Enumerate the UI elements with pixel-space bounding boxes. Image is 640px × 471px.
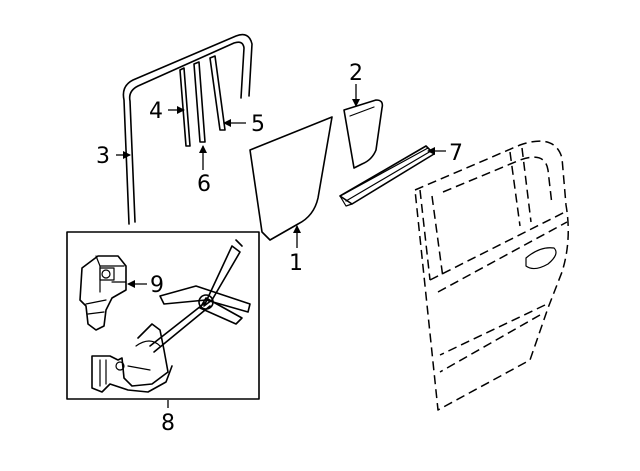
belt-weatherstrip-part-7 <box>339 145 435 207</box>
channel-strip-part-4 <box>179 67 191 147</box>
callout-8: 8 <box>161 411 175 436</box>
callout-4: 4 <box>149 99 163 124</box>
callout-5: 5 <box>251 112 265 137</box>
channel-strip-part-5 <box>209 55 226 131</box>
callout-7: 7 <box>449 141 463 166</box>
callout-2: 2 <box>349 61 363 86</box>
callout-3: 3 <box>96 144 110 169</box>
channel-strip-part-6 <box>193 61 206 143</box>
door-glass-part-1 <box>249 116 333 241</box>
window-regulator <box>91 239 251 393</box>
leader-lines <box>116 84 446 408</box>
callout-9: 9 <box>150 273 164 298</box>
regulator-assembly-box-part-8 <box>66 231 260 400</box>
callout-1: 1 <box>289 251 303 276</box>
rear-door-outline <box>414 140 569 411</box>
quarter-glass-part-2 <box>343 99 384 169</box>
glass-run-channel-part-3 <box>122 33 253 225</box>
callout-6: 6 <box>197 172 211 197</box>
window-motor-part-9 <box>79 255 127 331</box>
